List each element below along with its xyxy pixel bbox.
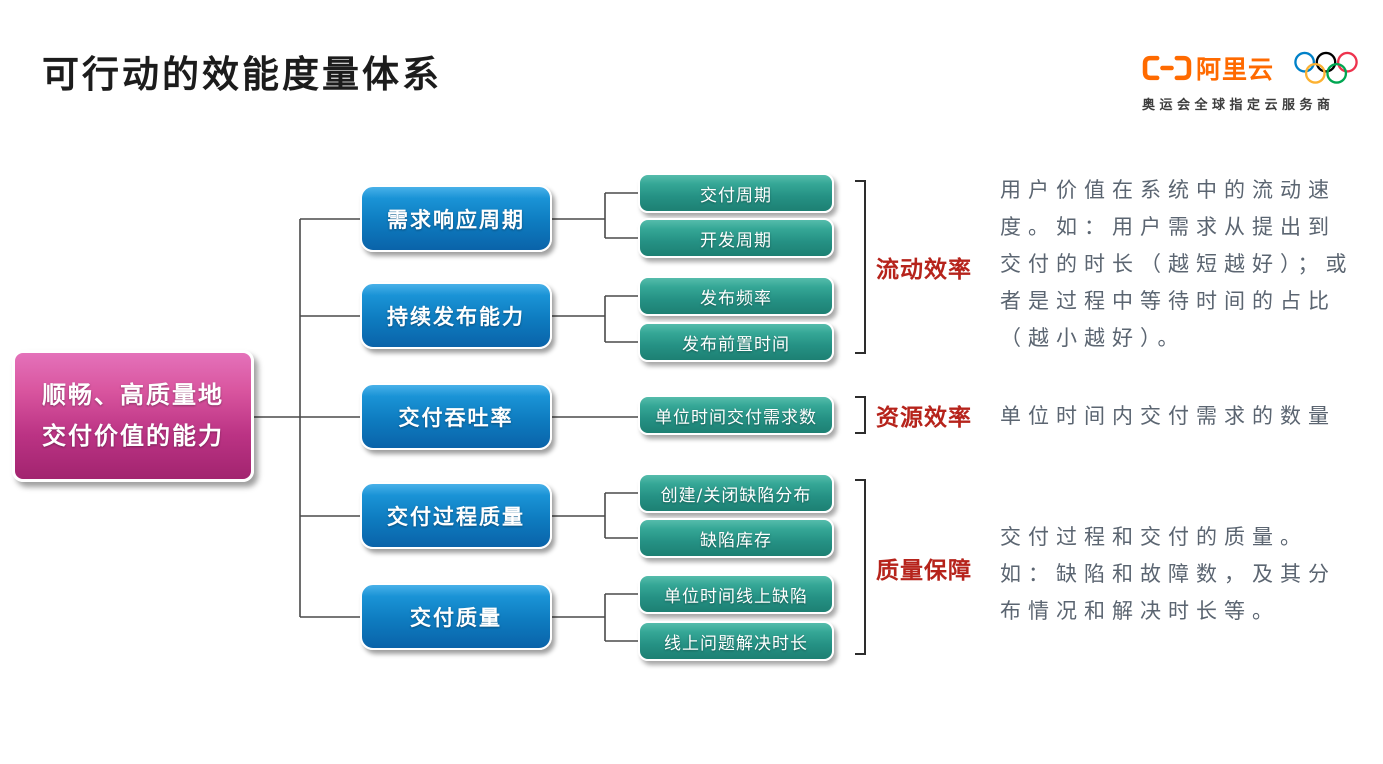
capability-box-continuous-release: 持续发布能力 <box>360 282 552 349</box>
metric-box-online-defects-per-unit-time: 单位时间线上缺陷 <box>638 574 834 614</box>
metric-box-release-lead-time: 发布前置时间 <box>638 322 834 362</box>
root-capability-box: 顺畅、高质量地 交付价值的能力 <box>12 350 254 482</box>
olympic-rings-icon <box>1294 51 1358 84</box>
capability-box-delivery-process-quality: 交付过程质量 <box>360 482 552 549</box>
root-box-line2: 交付价值的能力 <box>42 422 224 450</box>
capability-box-delivery-throughput: 交付吞吐率 <box>360 383 552 450</box>
category-description-resource-efficiency: 单位时间内交付需求的数量 <box>1000 404 1336 428</box>
metric-box-delivery-cycle: 交付周期 <box>638 173 834 213</box>
alibaba-cloud-bracket-icon <box>1142 55 1192 81</box>
brand-logo-row: 阿里云 <box>1142 48 1358 88</box>
category-label-resource-efficiency: 资源效率 <box>876 405 972 431</box>
category-bracket-flow-efficiency <box>855 180 866 354</box>
capability-box-delivery-quality: 交付质量 <box>360 583 552 650</box>
capability-box-demand-response-cycle: 需求响应周期 <box>360 185 552 252</box>
metric-box-defect-inventory: 缺陷库存 <box>638 518 834 558</box>
page-title: 可行动的效能度量体系 <box>42 53 442 96</box>
category-bracket-quality-assurance <box>855 479 866 655</box>
alibaba-cloud-brand: 阿里云 奥运会全球指定云服务商 <box>1142 48 1358 113</box>
category-bracket-resource-efficiency <box>855 396 866 434</box>
category-description-flow-efficiency: 用户价值在系统中的流动速度。如：用户需求从提出到交付的时长（越短越好）；或者是过… <box>1000 178 1354 350</box>
metric-box-created-closed-defect-distribution: 创建/关闭缺陷分布 <box>638 473 834 513</box>
metric-box-requirements-per-unit-time: 单位时间交付需求数 <box>638 395 834 435</box>
root-box-line1: 顺畅、高质量地 <box>42 381 224 409</box>
category-description-quality-assurance: 交付过程和交付的质量。如：缺陷和故障数，及其分布情况和解决时长等。 <box>1000 525 1336 623</box>
category-label-quality-assurance: 质量保障 <box>876 558 972 584</box>
brand-tagline: 奥运会全球指定云服务商 <box>1142 98 1335 113</box>
category-label-flow-efficiency: 流动效率 <box>876 257 972 283</box>
metric-box-release-frequency: 发布频率 <box>638 276 834 316</box>
alibaba-cloud-logo-text: 阿里云 <box>1196 55 1275 84</box>
metric-box-development-cycle: 开发周期 <box>638 218 834 258</box>
metric-box-online-issue-resolution-time: 线上问题解决时长 <box>638 621 834 661</box>
